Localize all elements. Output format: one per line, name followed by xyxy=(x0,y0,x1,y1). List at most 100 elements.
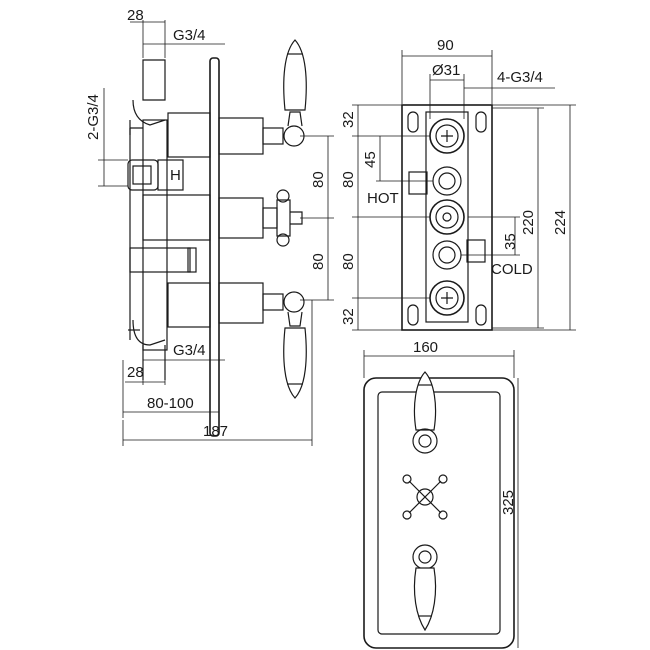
cold-text: COLD xyxy=(491,261,533,278)
dim-top-thread: G3/4 xyxy=(173,27,206,44)
dim-front-height: 325 xyxy=(500,490,517,515)
front-cross-knob-tr xyxy=(438,474,448,484)
dim-top-width-line xyxy=(130,20,166,58)
front-bottom-lever xyxy=(413,567,437,632)
dim-back-width: 90 xyxy=(437,37,454,54)
wall-plate xyxy=(209,57,220,437)
top-outlet-stub xyxy=(142,59,166,101)
cold-inlet-body xyxy=(129,247,191,273)
dim-back-pitch-upper: 80 xyxy=(340,171,357,188)
front-cross-center xyxy=(416,488,434,506)
side-view: H 28 G3/ xyxy=(85,7,334,446)
dim-cold-offset-line xyxy=(461,216,520,256)
top-lever-neck xyxy=(287,111,303,127)
dim-port-diameter-line xyxy=(429,74,465,119)
bottom-elbow xyxy=(132,319,166,346)
middle-spindle-sleeve xyxy=(218,197,264,239)
hot-connector xyxy=(408,171,428,195)
dim-back-left-line xyxy=(352,104,430,331)
slot-top-left xyxy=(407,111,419,133)
dim-depth-range: 80-100 xyxy=(147,395,194,412)
dim-cold-offset: 35 xyxy=(502,233,519,250)
hot-inlet-collar xyxy=(157,159,184,191)
hot-port-inner xyxy=(438,172,456,190)
lower-housing xyxy=(167,282,211,328)
middle-handle-top-knob xyxy=(276,189,290,203)
cold-port-inner xyxy=(438,246,456,264)
hot-inlet-letter: H xyxy=(170,167,181,184)
top-elbow xyxy=(132,99,166,126)
slot-top-right xyxy=(475,111,487,133)
dim-inner-height: 220 xyxy=(520,210,537,235)
dim-back-width-line xyxy=(401,50,493,104)
back-plate xyxy=(401,104,493,331)
bottom-lever-handle xyxy=(283,327,307,399)
front-cross-knob-bl xyxy=(402,510,412,520)
dim-total-depth: 187 xyxy=(203,423,228,440)
front-top-hub-inner xyxy=(418,434,432,448)
top-port-cross xyxy=(441,130,453,142)
dim-total-depth-line xyxy=(122,300,313,446)
dim-side-pitch-upper: 80 xyxy=(310,171,327,188)
front-plate-outer xyxy=(363,377,515,649)
dim-back-bottom-offset: 32 xyxy=(340,308,357,325)
dim-port-thread: 4-G3/4 xyxy=(497,69,543,86)
front-cross-arms xyxy=(408,480,442,514)
top-lever-handle xyxy=(283,39,307,111)
slot-bottom-right xyxy=(475,304,487,326)
cold-inlet-collar xyxy=(187,247,197,273)
dim-bottom-width-line xyxy=(125,380,166,385)
dim-hot-offset-line xyxy=(376,136,433,182)
middle-handle-bottom-knob xyxy=(276,233,290,247)
front-cross-knob-br xyxy=(438,510,448,520)
middle-port-center xyxy=(442,212,452,222)
middle-spindle xyxy=(262,207,278,229)
bottom-port-inner xyxy=(435,286,459,310)
valve-body xyxy=(142,119,168,351)
front-top-lever xyxy=(413,371,437,431)
dim-bottom-width: 28 xyxy=(127,364,144,381)
bottom-outlet-stub xyxy=(142,345,166,380)
dim-inner-height-line xyxy=(492,107,544,329)
dim-side-pitch-line xyxy=(300,135,334,301)
front-plate-inner xyxy=(377,391,501,635)
middle-housing xyxy=(142,194,211,241)
top-port-inner xyxy=(435,124,459,148)
hot-text: HOT xyxy=(367,190,399,207)
dim-side-pitch-lower: 80 xyxy=(310,253,327,270)
dim-top-width: 28 xyxy=(127,7,144,24)
dim-back-top-offset: 32 xyxy=(340,111,357,128)
dim-inlet-thread: 2-G3/4 xyxy=(85,94,102,140)
middle-port-inner xyxy=(435,205,459,229)
dim-total-height-line xyxy=(492,104,576,331)
front-cross-knob-tl xyxy=(402,474,412,484)
bottom-spindle-sleeve xyxy=(218,282,264,324)
upper-housing xyxy=(167,112,211,158)
dim-port-diameter: Ø31 xyxy=(432,62,460,79)
dim-back-pitch-lower: 80 xyxy=(340,253,357,270)
front-view: 160 325 xyxy=(363,339,519,649)
front-bottom-hub-outer xyxy=(412,544,438,570)
slot-bottom-left xyxy=(407,304,419,326)
front-top-hub-outer xyxy=(412,428,438,454)
top-nut xyxy=(129,120,143,135)
cold-port-outer xyxy=(432,240,462,270)
bottom-lever-hub xyxy=(283,291,305,313)
front-bottom-hub-inner xyxy=(418,550,432,564)
dim-depth-range-line xyxy=(122,360,220,418)
hot-port-outer xyxy=(432,166,462,196)
top-spindle xyxy=(262,127,284,145)
dim-front-width-line xyxy=(363,350,515,378)
dim-front-width: 160 xyxy=(413,339,438,356)
middle-handle-hub xyxy=(276,199,291,237)
back-view: 90 Ø31 4-G3/4 32 80 80 32 45 HOT 35 COLD… xyxy=(340,37,576,331)
dim-bottom-thread: G3/4 xyxy=(173,342,206,359)
bottom-lever-neck xyxy=(287,311,303,327)
dim-inlet-thread-line xyxy=(98,88,128,187)
top-spindle-sleeve xyxy=(218,117,264,155)
hot-inlet-port xyxy=(132,165,152,185)
cold-connector xyxy=(466,239,486,263)
bottom-port-cross xyxy=(441,292,453,304)
